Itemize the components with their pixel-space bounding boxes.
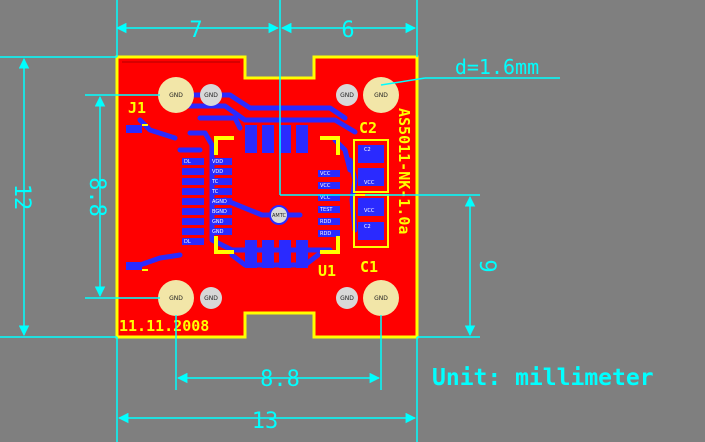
u1-right-pads [318,170,340,237]
silkscreen [142,124,340,271]
dim-top-right: 6 [341,18,354,43]
label-date: 11.11.2008 [119,317,209,335]
dim-drill: d=1.6mm [455,55,539,79]
svg-text:BGND: BGND [212,209,227,215]
svg-text:VDD: VDD [212,169,223,175]
svg-text:RDD: RDD [320,231,331,237]
svg-text:VCC: VCC [320,195,331,201]
svg-text:VCC: VCC [364,208,375,214]
label-c2: C2 [359,119,377,137]
dim-right-height: 9 [474,259,499,272]
svg-text:DL: DL [184,239,191,245]
svg-text:DL: DL [184,159,191,165]
svg-text:TEST: TEST [319,207,333,213]
svg-text:GND: GND [212,229,224,235]
svg-text:RDD: RDD [320,219,331,225]
svg-text:VDD: VDD [212,159,223,165]
sensor-bottom-pads [245,240,308,268]
svg-text:AGND: AGND [212,199,227,205]
svg-text:GND: GND [212,219,224,225]
hole-label: GND [204,295,218,302]
svg-text:C2: C2 [364,147,371,153]
svg-text:C2: C2 [364,224,371,230]
pin-labels: VDD VDD TC TC AGND BGND GND GND DL DL VC… [184,147,375,245]
svg-text:VCC: VCC [320,171,331,177]
dim-bottom-width: 13 [252,409,279,434]
svg-text:TC: TC [211,179,219,185]
hole-label: GND [340,92,354,99]
dim-top-left: 7 [189,18,202,43]
svg-text:TC: TC [211,189,219,195]
hole-label: GND [340,295,354,302]
dim-left-height: 12 [9,184,34,211]
hole-label: GND [204,92,218,99]
dim-bottom-spacing: 8.8 [260,367,300,392]
label-j1: J1 [128,99,146,117]
capacitor-pads [358,145,384,240]
svg-text:VCC: VCC [320,183,331,189]
hole-label: GND [169,92,183,99]
mounting-holes [158,77,399,316]
hole-label: GND [169,295,183,302]
label-c1: C1 [360,258,378,276]
j1-pads [126,125,142,270]
sensor-top-pads [245,125,308,153]
sensor-center-label: AMTC [272,213,286,219]
hole-label: GND [374,295,388,302]
u1-left-pads [182,158,232,245]
dimension-lines [0,0,560,442]
sensor-center-marker [269,205,289,225]
label-part-number: AS5011-NK-1.0a [395,108,413,234]
unit-label: Unit: millimeter [432,365,654,391]
hole-label: GND [374,92,388,99]
svg-text:VCC: VCC [364,180,375,186]
label-u1: U1 [318,262,336,280]
dim-inner-left-height: 8.8 [84,177,109,217]
